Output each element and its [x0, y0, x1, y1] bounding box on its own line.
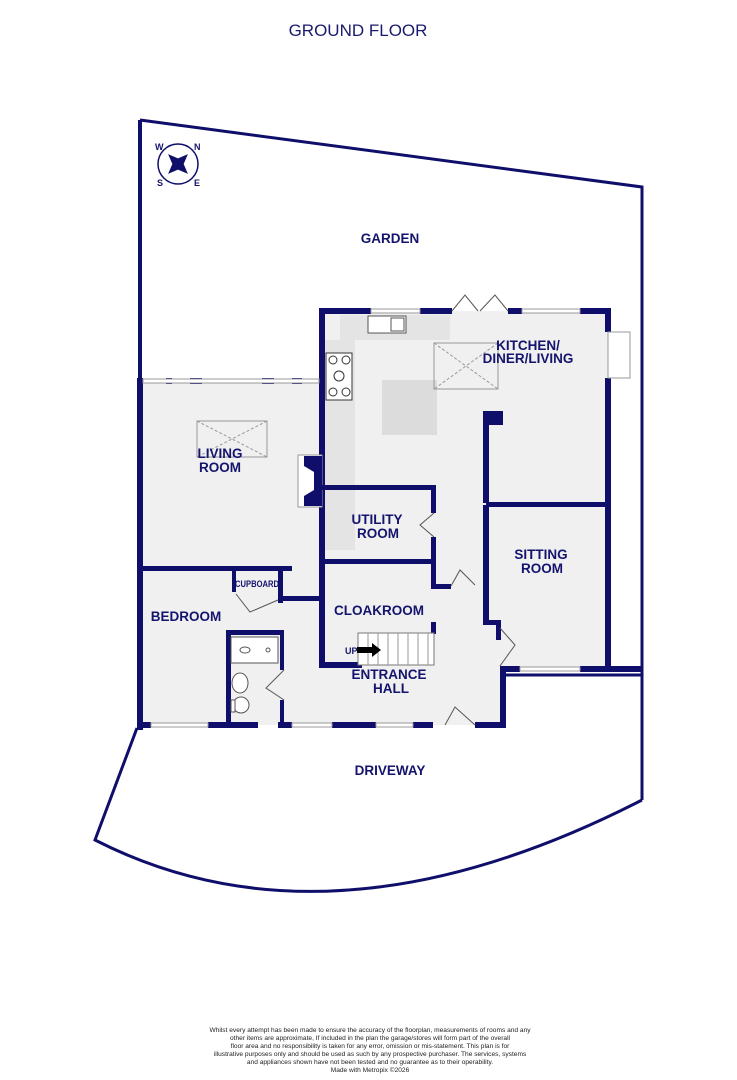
living-label-2: ROOM — [199, 460, 241, 475]
shower-icon — [230, 636, 279, 714]
garden-boundary — [139, 118, 644, 800]
hob-icon — [325, 352, 353, 401]
cupboard-label: CUPBOARD — [235, 579, 279, 589]
living-label-1: LIVING — [197, 446, 242, 461]
garden-label: GARDEN — [361, 231, 420, 246]
hall-label-1: ENTRANCE — [351, 667, 426, 682]
staircase[interactable]: UP — [345, 632, 435, 666]
driveway-label: DRIVEWAY — [355, 763, 426, 778]
disclaimer-line: floor area and no responsibility is take… — [230, 1043, 510, 1050]
compass-s: S — [157, 178, 163, 188]
stairs-label: UP — [345, 646, 358, 656]
disclaimer-line: illustrative purposes only and should be… — [213, 1051, 527, 1058]
compass-rose-icon: N E S W — [155, 142, 201, 188]
driveway-boundary — [93, 673, 643, 893]
credit: Made with Metropix ©2026 — [330, 1067, 410, 1074]
disclaimer: Whilst every attempt has been made to en… — [150, 1027, 590, 1075]
arrow-up-icon — [357, 643, 381, 657]
kitchen-island — [382, 380, 437, 435]
utility-label-1: UTILITY — [352, 512, 403, 527]
sitting-label-1: SITTING — [514, 547, 567, 562]
compass-e: E — [194, 178, 200, 188]
floor-title: GROUND FLOOR — [289, 21, 428, 40]
utility-label-2: ROOM — [357, 526, 399, 541]
compass-n: N — [194, 142, 201, 152]
cloakroom-label: CLOAKROOM — [334, 603, 424, 618]
kitchen-label-1: KITCHEN/ — [496, 338, 560, 353]
disclaimer-line: Whilst every attempt has been made to en… — [209, 1027, 531, 1034]
doors[interactable] — [235, 294, 516, 726]
kitchen-label-2: DINER/LIVING — [483, 351, 574, 366]
sink-icon — [367, 315, 407, 334]
hall-label-2: HALL — [373, 681, 409, 696]
windows — [142, 308, 631, 728]
sitting-label-2: ROOM — [521, 561, 563, 576]
disclaimer-line: other items are approximate, If included… — [229, 1035, 510, 1042]
disclaimer-line: and appliances shown have not been teste… — [246, 1059, 494, 1066]
bedroom-label: BEDROOM — [151, 609, 222, 624]
compass-w: W — [155, 142, 164, 152]
walls — [137, 308, 642, 730]
skylight-icon — [196, 342, 499, 458]
basin-icon — [231, 672, 249, 694]
